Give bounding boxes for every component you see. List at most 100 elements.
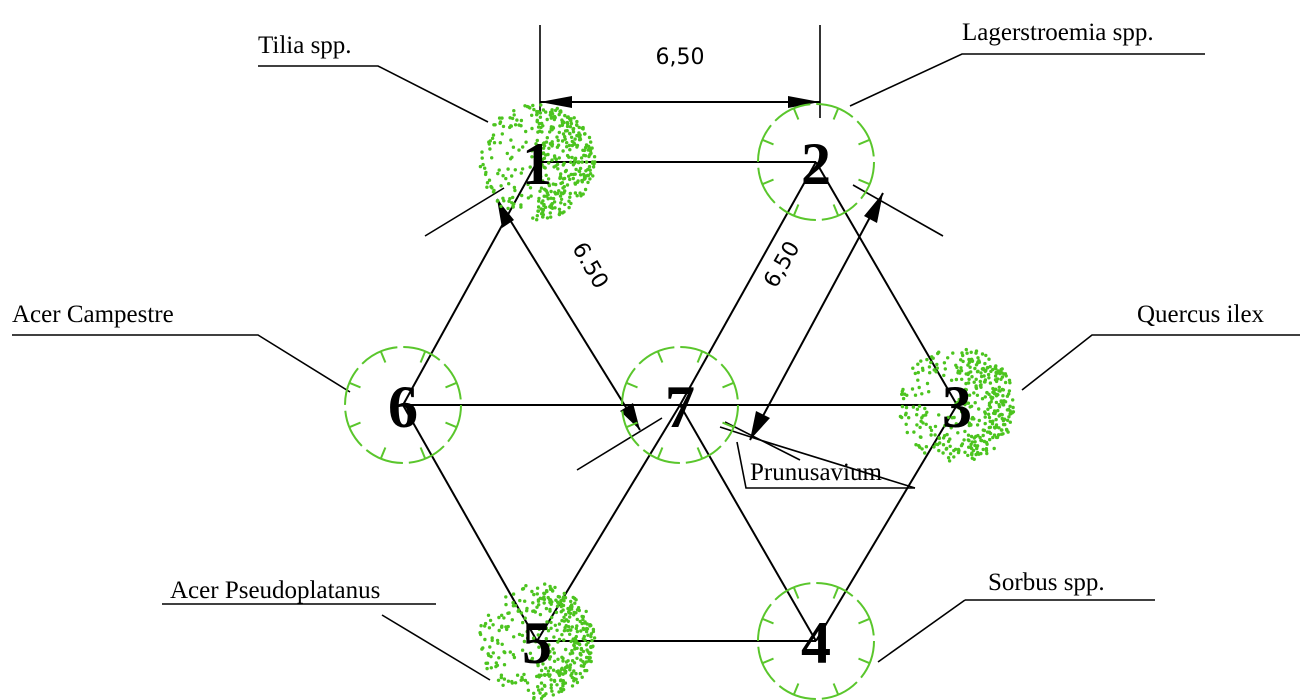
tree-3: 3 — [898, 347, 1016, 463]
tree-canopy-dot — [565, 115, 570, 120]
tree-canopy-dot — [498, 121, 502, 126]
tree-canopy-dot — [555, 628, 559, 632]
tree-number: 4 — [801, 610, 831, 676]
tree-canopy-dot — [584, 629, 589, 634]
tree-canopy-dot — [983, 369, 987, 373]
tree-canopy-dot — [508, 116, 512, 120]
tree-canopy-dot — [578, 166, 583, 171]
tree-canopy-dot — [582, 627, 586, 632]
tree-canopy-dot — [534, 640, 538, 644]
tree-canopy-notch — [626, 381, 638, 389]
tree-canopy-dot — [963, 450, 967, 454]
tree-canopy-dot — [562, 629, 567, 633]
tree-canopy-dot — [523, 678, 528, 683]
tree-canopy-dot — [997, 433, 1001, 437]
tree-canopy-notch — [832, 204, 840, 216]
tree-canopy-dot — [549, 686, 553, 690]
tree-canopy-dot — [559, 197, 564, 201]
tree-canopy-dot — [997, 385, 1001, 389]
tree-canopy-dot — [585, 622, 589, 626]
tree-canopy-dot — [556, 167, 560, 171]
tree-canopy-dot — [980, 352, 985, 356]
tree-canopy-dot — [552, 114, 557, 119]
tree-canopy-dot — [499, 204, 503, 209]
tree-number: 2 — [801, 131, 831, 197]
tree-canopy-dot — [520, 167, 525, 171]
tree-canopy-dot — [995, 435, 1000, 440]
tree-canopy-dot — [550, 158, 554, 162]
tree-canopy-dot — [996, 393, 1000, 397]
tree-canopy-dot — [575, 646, 579, 650]
tree-canopy-dot — [544, 173, 548, 177]
tree-canopy-dot — [480, 156, 484, 160]
tree-canopy-dot — [512, 655, 517, 660]
tree-canopy-dot — [973, 366, 977, 371]
tree-canopy-dot — [532, 592, 536, 597]
tree-canopy-dot — [548, 211, 552, 215]
tree-canopy-dot — [549, 196, 553, 200]
tree-canopy-dot — [545, 136, 549, 140]
tree-canopy-dot — [966, 453, 970, 458]
tree-canopy-dot — [525, 636, 530, 640]
tree-canopy-dot — [574, 626, 578, 631]
tree-canopy-notch — [792, 587, 800, 599]
tree-canopy-dot — [537, 645, 541, 649]
tree-canopy-dot — [567, 199, 571, 203]
tree-canopy-dot — [517, 148, 521, 152]
tree-canopy-dot — [979, 385, 983, 389]
tree-canopy-dot — [500, 116, 504, 120]
tree-canopy-dot — [983, 395, 987, 399]
tree-canopy-dot — [927, 390, 931, 394]
tree-canopy-dot — [1008, 381, 1012, 385]
tree-canopy-dot — [506, 167, 510, 171]
tree-canopy-dot — [575, 133, 579, 138]
tree-canopy-dot — [932, 445, 936, 449]
tree-canopy-dot — [903, 413, 908, 417]
tree-canopy-dot — [501, 124, 506, 129]
tree-canopy-dot — [1007, 392, 1011, 396]
tree-canopy-dot — [967, 393, 972, 397]
tree-canopy-dot — [507, 182, 511, 186]
tree-canopy-dot — [552, 154, 557, 158]
tree-canopy-dot — [571, 130, 576, 134]
tree-canopy-dot — [513, 681, 518, 685]
tree-canopy-dot — [1001, 403, 1006, 407]
tree-canopy-dot — [951, 351, 955, 355]
tree-canopy-dot — [511, 205, 515, 209]
tree-canopy-dot — [513, 188, 517, 193]
tree-canopy-dot — [959, 366, 963, 370]
tree-canopy-dot — [968, 365, 972, 369]
tree-canopy-dot — [924, 413, 928, 417]
tree-canopy-dot — [569, 673, 573, 678]
tree-canopy-dot — [567, 143, 572, 148]
tree-canopy-dot — [489, 184, 493, 189]
tree-canopy-dot — [581, 649, 586, 654]
tree-canopy-dot — [935, 362, 939, 367]
tree-canopy-dot — [574, 611, 578, 615]
tree-canopy-dot — [914, 443, 918, 447]
tree-canopy-dot — [536, 598, 541, 602]
tree-canopy-dot — [963, 429, 967, 434]
tree-canopy-dot — [964, 381, 968, 386]
tree-canopy-dot — [592, 636, 597, 640]
tree-canopy-dot — [966, 438, 970, 442]
tree-canopy-dot — [928, 425, 932, 430]
tree-canopy-dot — [528, 186, 533, 190]
tree-canopy-dot — [988, 381, 993, 385]
tree-canopy-dot — [970, 357, 974, 361]
tree-canopy-dot — [969, 423, 973, 427]
tree-canopy-dot — [986, 407, 990, 411]
tree-canopy-dot — [946, 456, 951, 460]
tree-canopy-dot — [944, 447, 948, 451]
tree-canopy-dot — [488, 645, 492, 649]
tree-canopy-dot — [528, 165, 532, 169]
tree-canopy-dot — [997, 403, 1001, 407]
tree-canopy-dot — [564, 612, 568, 617]
tree-canopy-dot — [987, 357, 991, 361]
tree-canopy-dot — [557, 637, 562, 642]
tree-canopy-dot — [587, 165, 592, 169]
tree-canopy-dot — [560, 139, 565, 143]
tree-canopy-dot — [501, 683, 505, 687]
tree-canopy-dot — [972, 391, 976, 395]
